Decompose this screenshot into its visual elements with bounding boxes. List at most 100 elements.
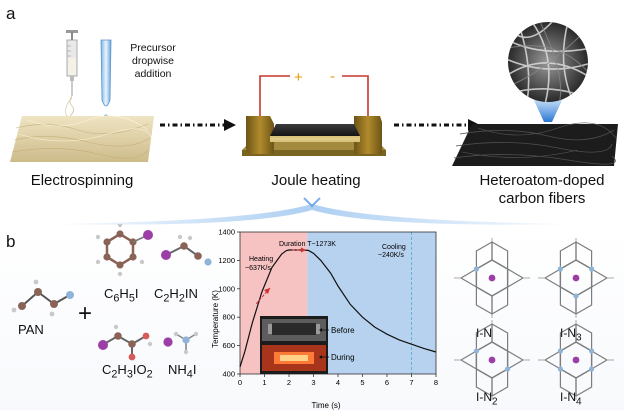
config-2-sub: 3	[576, 332, 582, 344]
config-4-sub: 4	[576, 396, 582, 408]
panel-b-letter: b	[6, 232, 16, 251]
config-4-main: I-N	[560, 390, 576, 404]
precursor-caption: Precursor dropwise addition	[118, 42, 188, 81]
x-tick-label: 6	[385, 378, 389, 387]
heating-rate-arrow	[255, 287, 271, 305]
electrospinning-graphic	[10, 30, 154, 162]
y-tick-label: 600	[222, 341, 235, 350]
y-tick-label: 1200	[218, 256, 235, 265]
label-i-n4: I-N4	[560, 390, 582, 407]
positive-wire	[259, 75, 290, 116]
y-tick-label: 1400	[218, 228, 235, 237]
y-tick-label: 1000	[218, 284, 235, 293]
c2h3io2-a: C	[102, 362, 112, 377]
annotation-cooling-rate: ~240K/s	[378, 252, 404, 259]
c2h3io2-b-sub: 3	[126, 368, 133, 381]
label-i-n3: I-N3	[560, 326, 582, 343]
x-tick-label: 4	[336, 378, 340, 387]
carbon-fiber-mat	[452, 124, 618, 166]
temperature-curve	[239, 249, 437, 368]
annotation-during: During	[331, 353, 355, 362]
c6h5i-a-sub: 6	[113, 292, 120, 305]
x-tick-label: 2	[287, 378, 291, 387]
c2h3io2-b: H	[117, 362, 127, 377]
stage-label-electrospinning: Electrospinning	[30, 172, 134, 189]
lattice-i-n	[453, 237, 531, 319]
zoom-connector	[40, 197, 584, 225]
c2h3io2-a-sub: 2	[111, 368, 118, 381]
y-tick-label: 800	[222, 313, 235, 322]
c2h2in-a: C	[154, 286, 164, 301]
ammonium-iodide-molecule	[163, 331, 199, 355]
x-tick-label: 1	[262, 378, 266, 387]
c2h2in-a-sub: 2	[163, 292, 170, 305]
config-3-sub: 2	[492, 396, 498, 408]
iodoacetic-acid-molecule	[98, 324, 153, 361]
panel-a-letter: a	[6, 4, 16, 23]
config-3-main: I-N	[476, 390, 492, 404]
right-electrode	[354, 116, 382, 154]
nh4i-b: I	[192, 362, 197, 377]
nh4i-a: NH	[168, 362, 187, 377]
c2h3io2-c-sub: 2	[146, 368, 153, 381]
x-tick-label: 3	[311, 378, 315, 387]
c6h5i-b-sub: 5	[128, 292, 135, 305]
pan-molecule	[11, 279, 74, 317]
lattice-i-n4	[537, 319, 615, 401]
c2h2in-c: IN	[184, 286, 198, 301]
x-tick-label: 5	[360, 378, 364, 387]
precursor-line-3: addition	[134, 68, 172, 80]
iodoacetonitrile-molecule	[161, 234, 212, 266]
precursor-line-2: dropwise	[131, 55, 175, 67]
annotation-duration: Duration T~1273K	[279, 241, 336, 248]
annotation-cooling: Cooling	[382, 244, 406, 251]
syringe-icon	[61, 30, 78, 127]
carbon-fibers-line-2: carbon fibers	[498, 190, 586, 207]
plus-terminal-sign: +	[294, 69, 303, 86]
annotation-heating: Heating	[249, 256, 273, 263]
x-axis-label: Time (s)	[311, 401, 340, 410]
plus-sign: +	[78, 300, 93, 327]
c6h5i-c: I	[134, 286, 139, 301]
precursor-line-1: Precursor	[130, 42, 176, 54]
lattice-i-n3	[537, 237, 615, 319]
cooling-region	[307, 232, 436, 374]
config-2-main: I-N	[560, 326, 576, 340]
carbon-fibers-graphic	[452, 22, 618, 166]
lattice-i-n2	[453, 319, 531, 401]
iodobenzene-molecule	[95, 224, 153, 277]
annotation-heating-rate: ~637K/s	[245, 265, 271, 272]
sample-photo-inset	[260, 316, 328, 374]
config-1-main: I-N	[476, 326, 492, 340]
y-axis-label: Temperature (K)	[211, 290, 220, 348]
negative-wire	[342, 75, 369, 116]
x-tick-label: 7	[409, 378, 413, 387]
c6h5i-b: H	[119, 286, 129, 301]
stage-label-carbon-fibers: Heteroatom-doped carbon fibers	[460, 172, 624, 208]
arrow-to-joule	[160, 119, 236, 131]
label-c6h5i: C6H5I	[104, 286, 138, 305]
carbon-fibers-line-1: Heteroatom-doped	[479, 172, 605, 189]
label-pan: PAN	[18, 322, 44, 337]
minus-terminal-sign: -	[330, 68, 335, 85]
joule-heating-graphic: + -	[242, 68, 386, 156]
left-electrode	[246, 116, 274, 154]
c2h2in-b: H	[169, 286, 179, 301]
x-axis-ticks: 0 1 2 3 4 5 6 7 8	[238, 374, 438, 387]
c6h5i-a: C	[104, 286, 114, 301]
x-tick-label: 8	[434, 378, 438, 387]
c2h3io2-c: IO	[132, 362, 147, 377]
precursor-molecules	[11, 224, 212, 361]
carbon-sheet	[270, 124, 360, 136]
c2h2in-b-sub: 2	[178, 292, 185, 305]
annotation-before: Before	[331, 326, 355, 335]
in-configurations	[453, 237, 615, 401]
label-i-n: I-N	[476, 326, 492, 343]
label-nh4i: NH4I	[168, 362, 196, 381]
x-tick-label: 0	[238, 378, 242, 387]
nh4i-a-sub: 4	[186, 368, 193, 381]
stage-label-joule-heating: Joule heating	[271, 172, 361, 189]
